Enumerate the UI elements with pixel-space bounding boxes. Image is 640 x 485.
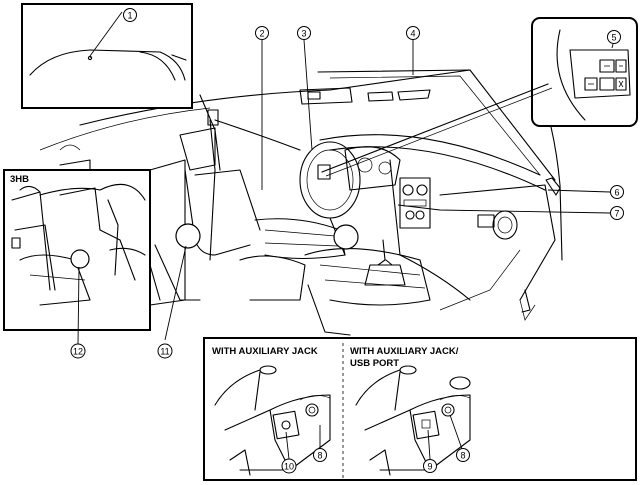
callout-2: 2 — [255, 26, 269, 40]
callout-5: 5 — [607, 30, 621, 44]
svg-text:9: 9 — [427, 462, 432, 472]
hatchback-rear-inset: 3HB — [3, 169, 151, 331]
callout-9: 9 — [423, 459, 437, 473]
callout-11: 11 — [157, 343, 173, 359]
aux-jack-label: WITH AUXILIARY JACK — [212, 346, 318, 357]
leader-lines — [77, 39, 611, 460]
roof-antenna-inset — [21, 3, 193, 109]
svg-text:4: 4 — [410, 29, 415, 39]
rear-door-speaker-3hb — [70, 249, 90, 269]
aux-usb-label-line2: USB PORT — [350, 358, 399, 369]
svg-text:8: 8 — [460, 451, 465, 461]
auxiliary-jack-inset: WITH AUXILIARY JACK WITH AUXILIARY JACK/… — [203, 337, 637, 481]
svg-text:2: 2 — [259, 29, 264, 39]
svg-text:8: 8 — [317, 451, 322, 461]
console-pointer — [307, 284, 351, 336]
svg-text:3: 3 — [301, 29, 306, 39]
steering-audio-switch-inset — [531, 17, 638, 127]
callout-8-right: 8 — [456, 448, 470, 462]
callout-4: 4 — [406, 26, 420, 40]
callout-1: 1 — [123, 8, 137, 22]
aux-usb-label-line1: WITH AUXILIARY JACK/ — [350, 346, 459, 357]
svg-text:5: 5 — [611, 33, 616, 43]
svg-text:1: 1 — [127, 11, 132, 21]
svg-text:6: 6 — [614, 188, 619, 198]
callout-10: 10 — [281, 458, 297, 474]
callout-6: 6 — [610, 185, 624, 199]
front-speaker-right — [333, 224, 359, 250]
svg-text:7: 7 — [614, 209, 619, 219]
front-door-speaker — [175, 223, 201, 249]
svg-text:10: 10 — [284, 462, 294, 472]
callout-7: 7 — [610, 206, 624, 220]
callout-12: 12 — [70, 343, 86, 359]
callout-8-left: 8 — [313, 448, 327, 462]
callout-3: 3 — [297, 26, 311, 40]
svg-text:11: 11 — [160, 347, 169, 357]
svg-text:12: 12 — [73, 347, 83, 357]
hatchback-label: 3HB — [10, 174, 29, 185]
steering-switch-leader — [321, 83, 549, 173]
